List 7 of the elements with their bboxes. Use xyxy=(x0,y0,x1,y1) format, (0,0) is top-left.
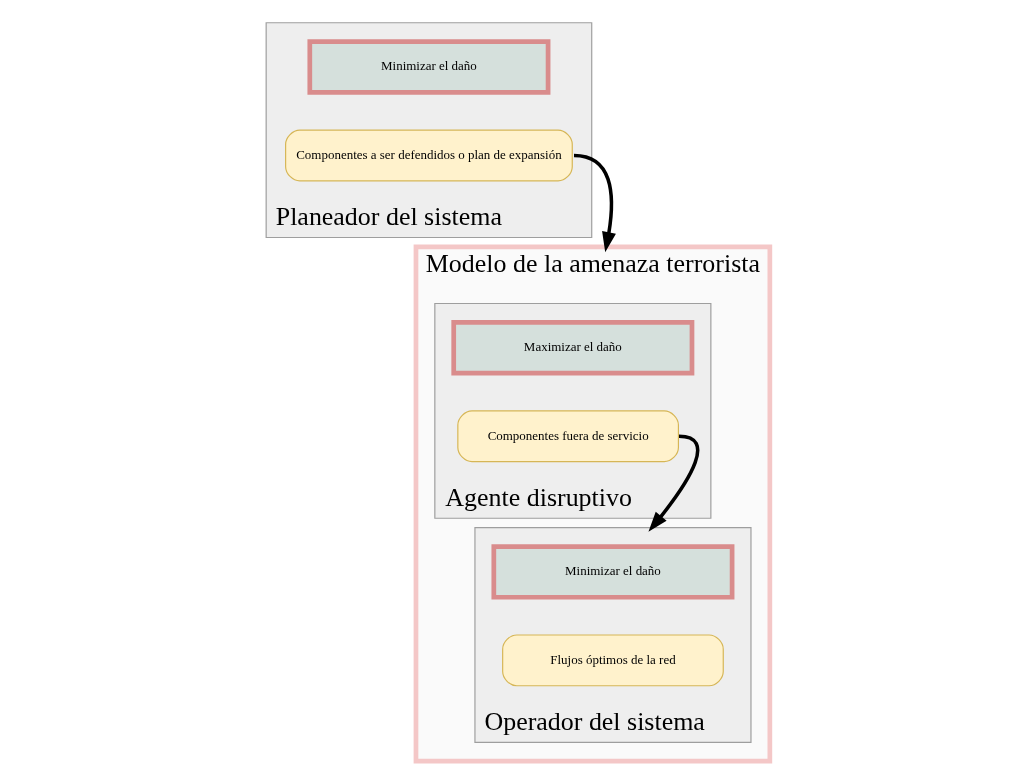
node-box: Minimizar el daño xyxy=(306,39,550,95)
node-box: Flujos óptimos de la red xyxy=(501,634,724,687)
arrow xyxy=(573,153,616,253)
node-box: Componentes fuera de servicio xyxy=(456,410,679,463)
node-box: Minimizar el daño xyxy=(490,544,734,600)
node-box: Maximizar el daño xyxy=(450,320,694,376)
node-box: Componentes a ser defendidos o plan de expansión xyxy=(284,129,573,182)
